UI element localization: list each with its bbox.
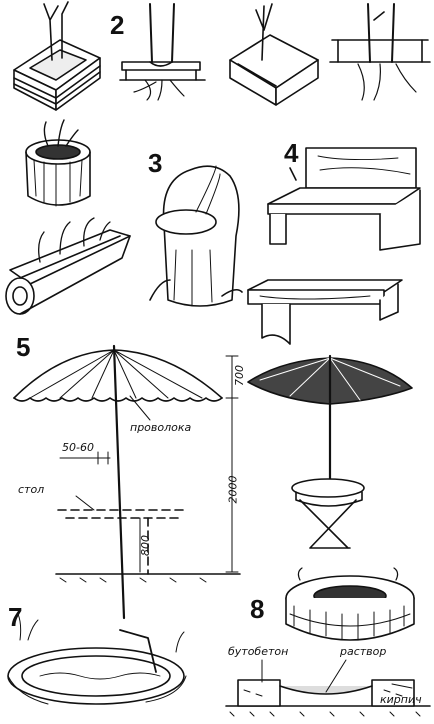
dimension-canopy-height: 700 bbox=[233, 365, 246, 386]
bench-low bbox=[247, 279, 403, 345]
tree-planter-box-1 bbox=[13, 1, 101, 111]
dimension-table-height: 800 bbox=[139, 535, 152, 556]
figure-number-8: 8 bbox=[250, 594, 265, 624]
stump-planter bbox=[25, 119, 91, 207]
tree-bench-pair bbox=[119, 3, 206, 101]
figure-number-3: 3 bbox=[148, 148, 163, 178]
figure-number-2: 2 bbox=[110, 10, 125, 40]
bench-with-backrest bbox=[267, 147, 421, 251]
figure-number-7: 7 bbox=[8, 602, 23, 632]
stump-chair bbox=[149, 165, 243, 307]
label-rubble-concrete: бутобетон bbox=[228, 645, 289, 658]
dimension-total-height: 2000 bbox=[226, 475, 240, 504]
umbrella-diagram bbox=[13, 344, 241, 620]
fire-pit-ring bbox=[285, 567, 415, 641]
fire-pit-section bbox=[225, 659, 431, 717]
garden-pond bbox=[7, 613, 187, 705]
figure-number-5: 5 bbox=[16, 332, 31, 362]
label-table: стол bbox=[18, 483, 45, 496]
label-wire: проволока bbox=[130, 421, 192, 434]
dimension-gap: 50-60 bbox=[62, 441, 94, 454]
figure-number-4: 4 bbox=[284, 138, 299, 168]
umbrella-with-table bbox=[247, 354, 413, 549]
log-planter bbox=[5, 217, 131, 315]
tree-planter-box-2 bbox=[229, 3, 319, 106]
label-mortar: раствор bbox=[340, 645, 387, 658]
label-brick: кирпич bbox=[380, 693, 422, 706]
tree-bench-fence bbox=[329, 3, 431, 101]
